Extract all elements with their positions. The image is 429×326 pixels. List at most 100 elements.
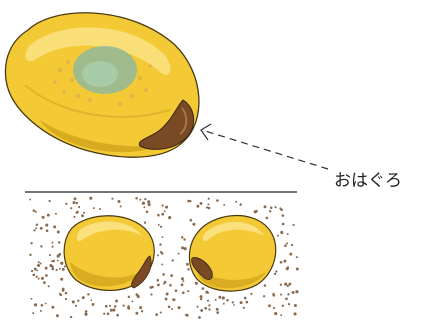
soil-dot (76, 202, 78, 204)
soil-dot (144, 198, 146, 200)
soil-dot (56, 314, 59, 317)
soil-dot (196, 205, 199, 208)
soil-dot (187, 290, 189, 292)
soil-dot (223, 204, 225, 206)
soil-dot (109, 305, 111, 307)
soil-dot (36, 224, 38, 226)
soil-dot (277, 235, 279, 237)
soil-dot (78, 206, 80, 208)
soil-dot (182, 291, 185, 294)
soil-dot (49, 264, 52, 267)
soil-dot (181, 283, 184, 286)
soil-dot (287, 285, 289, 287)
soil-dot (283, 260, 286, 263)
soil-dot (223, 303, 225, 305)
soil-dot (288, 283, 291, 286)
soil-dot (143, 206, 145, 208)
soil-dot (280, 294, 282, 296)
soil-dot (265, 217, 268, 220)
soil-dot (45, 224, 48, 227)
soil-dot (178, 253, 180, 255)
soil-dot (250, 293, 252, 295)
soil-dot (59, 268, 61, 270)
soil-dot (294, 312, 297, 315)
soil-dot (165, 298, 168, 301)
soil-dot (208, 198, 210, 200)
soil-dot (73, 201, 76, 204)
soil-dot (269, 210, 271, 212)
soil-dot (274, 312, 277, 315)
soil-dot (175, 289, 178, 292)
soil-dot (135, 197, 138, 200)
soil-dot (34, 268, 37, 271)
soil-dot (115, 300, 118, 303)
large-seed-germ-inner (82, 61, 118, 87)
soil-dot (57, 260, 59, 262)
callout-arrow (201, 124, 328, 169)
soil-dot (31, 298, 33, 300)
soil-dot (264, 284, 267, 287)
soil-dot (155, 313, 158, 316)
soil-dot (107, 312, 110, 315)
soil-dot (268, 304, 271, 307)
soil-dot (45, 303, 47, 305)
soil-dot (58, 241, 60, 243)
soil-dot (52, 242, 54, 244)
soil-dot (187, 200, 190, 203)
soil-dot (31, 270, 33, 272)
soil-dot (146, 211, 149, 214)
soil-dot (186, 314, 189, 317)
soil-dot (161, 213, 164, 216)
soil-dot (200, 202, 203, 205)
soil-dot (137, 295, 140, 298)
soil-dot (255, 210, 258, 213)
soil-dot (75, 305, 77, 307)
soil-dot (282, 214, 285, 217)
soil-dot (41, 277, 44, 280)
soil-dot (81, 214, 84, 217)
soil-dot (34, 303, 37, 306)
soil-dot (139, 306, 142, 309)
soil-dot (289, 253, 292, 256)
soil-dot (35, 227, 37, 229)
soil-dot (144, 222, 146, 224)
soil-dot (216, 308, 219, 311)
soil-dot (127, 305, 130, 308)
soil-dot (51, 260, 53, 262)
soil-dot (45, 267, 48, 270)
soil-dot (288, 303, 290, 305)
soil-dot (284, 244, 287, 247)
buried-seed-right (189, 216, 275, 292)
buried-seed-left (64, 216, 154, 291)
soil-dot (181, 236, 184, 239)
soil-dot (208, 304, 210, 306)
soil-dot (263, 295, 265, 297)
soil-dot (196, 306, 198, 308)
soil-dot (60, 278, 63, 281)
soil-dot (160, 311, 162, 313)
soil-dot (99, 208, 101, 210)
soil-dot (160, 251, 162, 253)
soil-dot (226, 299, 229, 302)
soil-dot (166, 293, 169, 296)
soil-dot (122, 304, 124, 306)
soil-dot (164, 210, 166, 212)
soil-dot (48, 200, 50, 202)
soil-dot (287, 233, 289, 235)
soil-dot (147, 200, 150, 203)
soil-dot (131, 300, 133, 302)
soil-dot (170, 274, 173, 277)
soil-dot (64, 265, 66, 267)
soil-dot (74, 197, 77, 200)
soil-dot (173, 298, 176, 301)
soil-dot (118, 200, 121, 203)
soil-dot (192, 223, 195, 226)
soil-dot (172, 259, 174, 261)
soil-dot (165, 206, 168, 209)
soil-dot (157, 254, 159, 256)
soil-dot (51, 306, 54, 309)
soil-dot (40, 310, 42, 312)
soil-dot (162, 236, 164, 238)
soil-dot (207, 203, 209, 205)
